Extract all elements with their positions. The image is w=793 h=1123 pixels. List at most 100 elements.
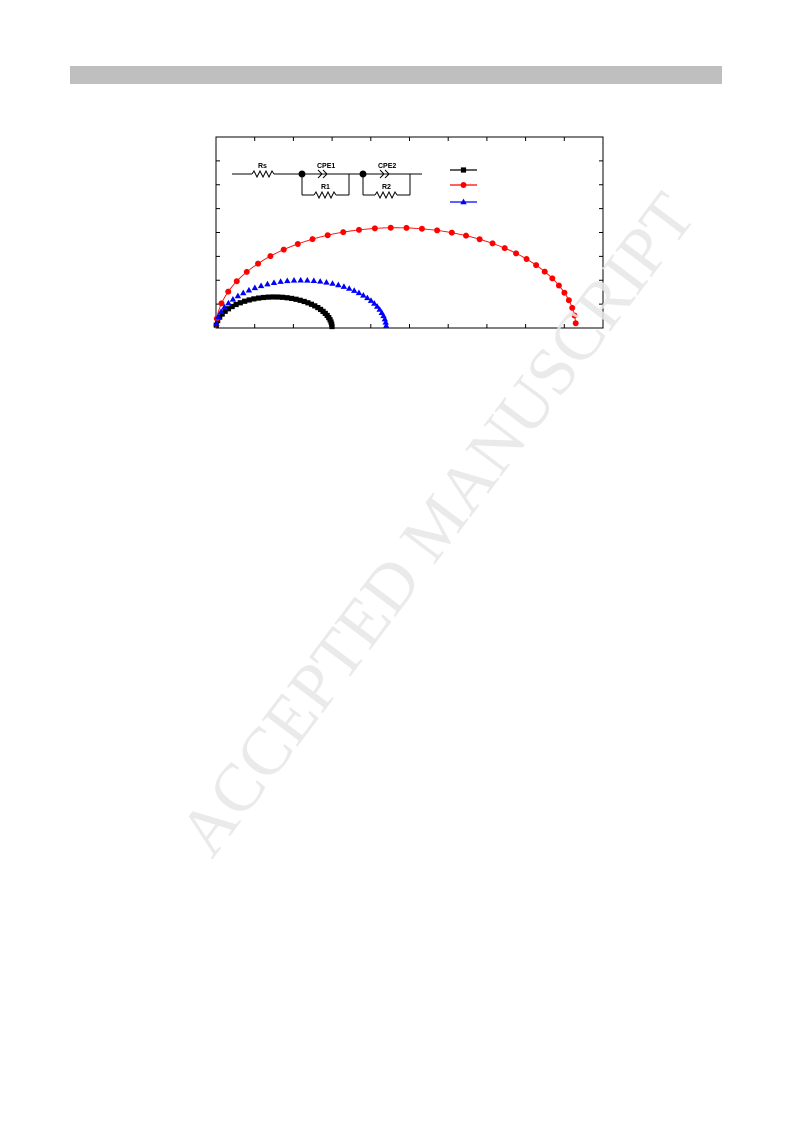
- data-point: [284, 295, 290, 301]
- data-point: [555, 282, 562, 289]
- data-point: [221, 303, 228, 310]
- legend: [450, 167, 477, 205]
- data-point: [229, 296, 237, 302]
- data-point: [323, 279, 330, 285]
- series-triangle: [213, 276, 390, 328]
- data-point: [267, 253, 274, 260]
- data-point: [218, 300, 225, 307]
- data-point: [304, 276, 311, 283]
- data-point: [541, 268, 548, 275]
- data-point: [270, 279, 278, 285]
- data-point: [264, 280, 271, 287]
- fit-line: [215, 227, 577, 329]
- data-point: [381, 315, 389, 322]
- data-point: [324, 232, 331, 239]
- data-point: [374, 303, 381, 309]
- r2-label: R2: [382, 184, 391, 191]
- data-point: [234, 292, 242, 299]
- data-point: [260, 294, 267, 301]
- data-point: [382, 319, 389, 325]
- data-point: [275, 294, 281, 300]
- data-point: [356, 226, 363, 233]
- data-point: [340, 229, 347, 236]
- data-point: [501, 245, 508, 252]
- data-point: [242, 298, 248, 304]
- cpe2-label: CPE2: [378, 163, 396, 170]
- data-point: [277, 278, 284, 284]
- data-point: [310, 277, 318, 283]
- r1-label: R1: [321, 184, 330, 191]
- data-point: [240, 289, 247, 296]
- data-point: [355, 289, 363, 296]
- legend-marker: [460, 167, 467, 173]
- data-point: [367, 297, 375, 303]
- data-point: [225, 299, 232, 306]
- data-point: [305, 300, 311, 306]
- r2-resistor: [374, 190, 398, 200]
- data-point: [561, 289, 568, 296]
- data-point: [346, 285, 353, 291]
- data-point: [329, 323, 335, 330]
- data-point: [309, 236, 316, 243]
- page-header-bar: [70, 66, 722, 84]
- data-point: [225, 306, 232, 312]
- data-point: [308, 301, 315, 307]
- data-point: [279, 294, 286, 300]
- equivalent-circuit-inset: [232, 169, 422, 200]
- data-point: [251, 296, 257, 302]
- data-point: [329, 280, 336, 286]
- cpe1-symbol: [317, 169, 323, 179]
- cpe2-symbol: [379, 169, 385, 179]
- data-point: [256, 295, 262, 301]
- data-point: [312, 303, 318, 309]
- data-point: [293, 296, 299, 302]
- cpe1-label: CPE1: [317, 163, 335, 170]
- data-point: [222, 308, 228, 314]
- data-point: [565, 297, 572, 304]
- data-point: [360, 291, 367, 298]
- data-point: [364, 294, 371, 301]
- legend-marker: [460, 198, 467, 205]
- data-point: [371, 300, 378, 306]
- data-point: [257, 282, 265, 289]
- data-point: [290, 277, 298, 283]
- data-point: [233, 301, 239, 308]
- data-point: [215, 313, 222, 320]
- data-point: [351, 287, 358, 293]
- data-point: [233, 278, 240, 285]
- data-point: [387, 224, 394, 231]
- data-point: [301, 298, 307, 305]
- data-point: [448, 229, 455, 236]
- data-point: [270, 294, 276, 300]
- data-point: [246, 297, 252, 303]
- series-circle: [213, 224, 579, 329]
- data-point: [297, 276, 304, 283]
- data-point: [265, 294, 271, 300]
- data-point: [403, 224, 410, 231]
- data-point: [213, 320, 220, 326]
- data-series: [213, 224, 579, 330]
- data-point: [549, 275, 556, 282]
- data-point: [476, 236, 483, 243]
- data-point: [245, 286, 253, 293]
- data-point: [571, 312, 578, 319]
- data-point: [434, 227, 441, 234]
- data-point: [418, 225, 425, 232]
- rs-label: Rs: [258, 163, 267, 170]
- data-point: [255, 260, 262, 267]
- data-point: [297, 297, 303, 303]
- data-point: [382, 322, 390, 328]
- data-point: [225, 288, 232, 295]
- data-point: [217, 308, 225, 315]
- axis-ticks: [215, 136, 604, 329]
- rs-resistor: [251, 169, 275, 179]
- r1-resistor: [313, 190, 337, 200]
- data-point: [243, 268, 250, 275]
- data-point: [219, 311, 225, 317]
- data-point: [513, 250, 520, 257]
- data-point: [371, 225, 378, 232]
- data-point: [284, 277, 291, 284]
- data-point: [237, 300, 243, 306]
- data-point: [280, 246, 287, 253]
